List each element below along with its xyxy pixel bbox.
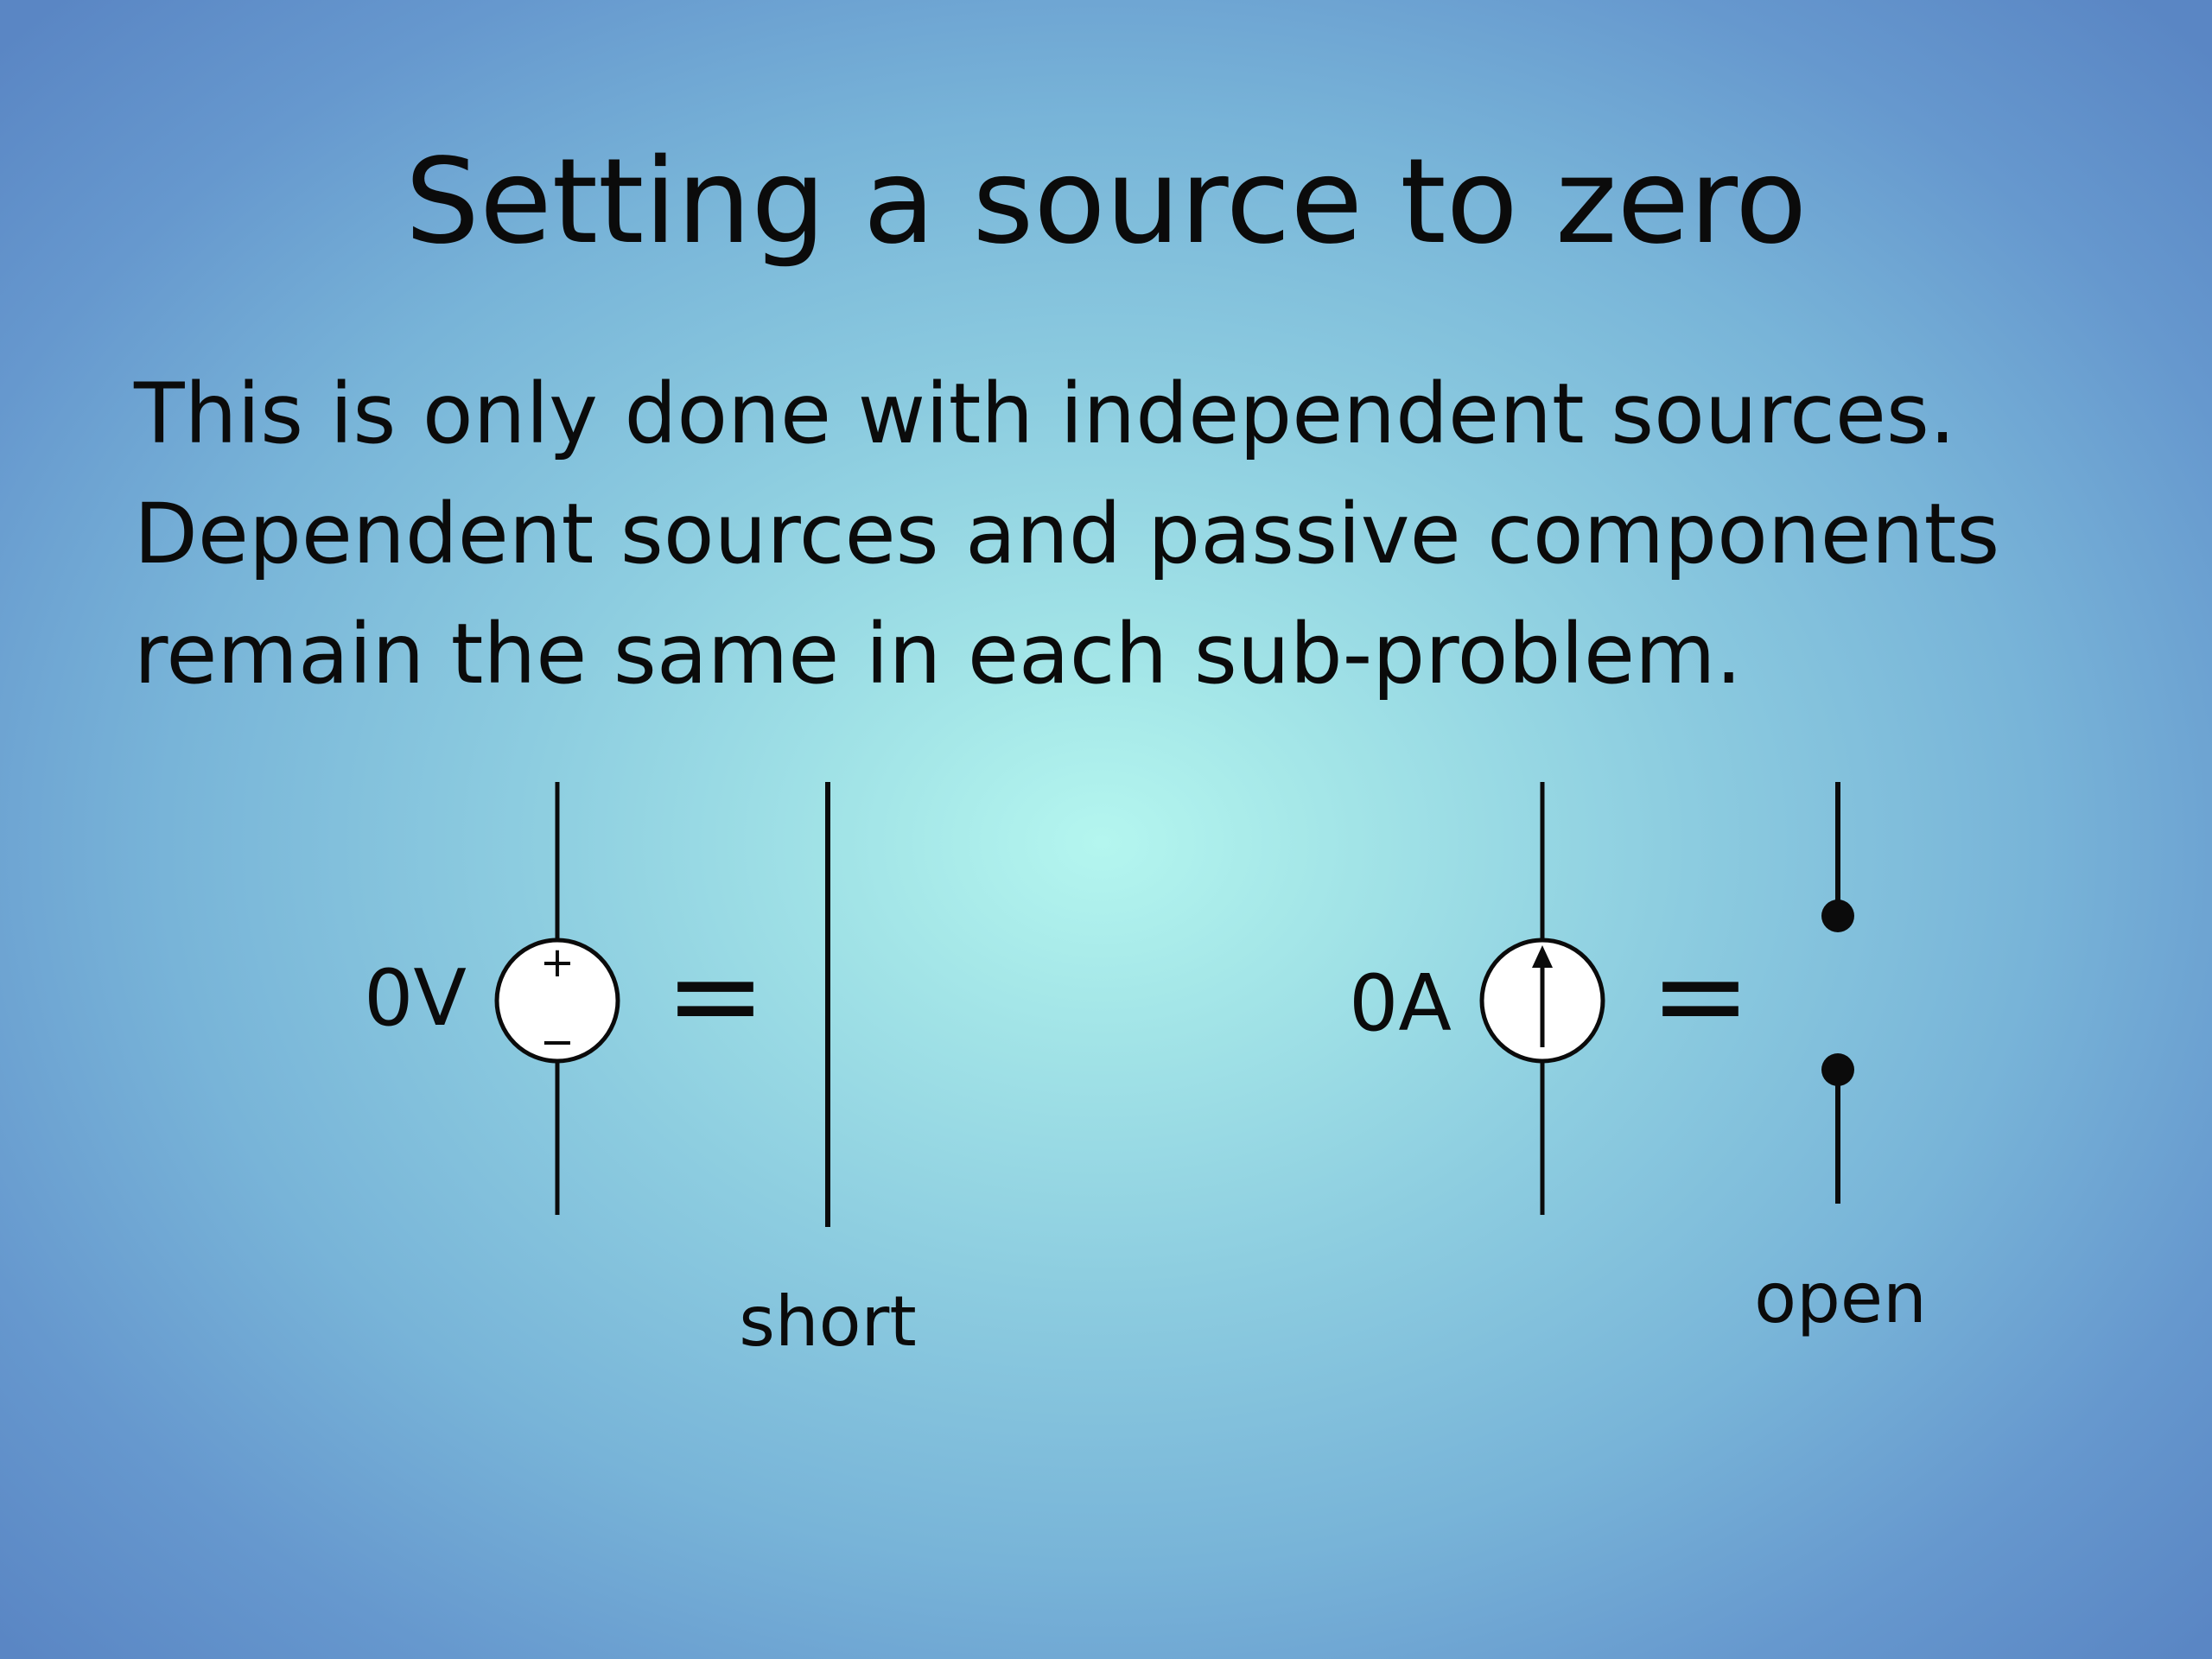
equals-sign-current: =: [1649, 925, 1751, 1066]
current-source-label: 0A: [1349, 958, 1452, 1049]
voltage-source-label: 0V: [364, 953, 467, 1044]
plus-sign: +: [540, 938, 575, 987]
current-source-icon: [1479, 782, 1605, 1215]
slide-body: This is only done with independent sourc…: [134, 354, 1999, 715]
open-label: open: [1754, 1258, 1927, 1338]
short-label: short: [739, 1281, 917, 1362]
up-arrow-icon: [1532, 945, 1553, 968]
voltage-source-icon: + −: [494, 782, 620, 1215]
slide-title: Setting a source to zero: [404, 134, 1808, 270]
body-line: This is only done with independent sourc…: [134, 365, 1956, 462]
equals-sign-voltage: =: [664, 925, 766, 1066]
minus-sign: −: [540, 1018, 575, 1066]
open-circuit-icon: [1821, 782, 1854, 1204]
body-line: remain the same in each sub-problem.: [134, 606, 1743, 702]
voltage-source-circle: [494, 938, 620, 1064]
body-line: Dependent sources and passive components: [134, 486, 2000, 582]
open-circuit-terminal-top: [1821, 899, 1854, 932]
